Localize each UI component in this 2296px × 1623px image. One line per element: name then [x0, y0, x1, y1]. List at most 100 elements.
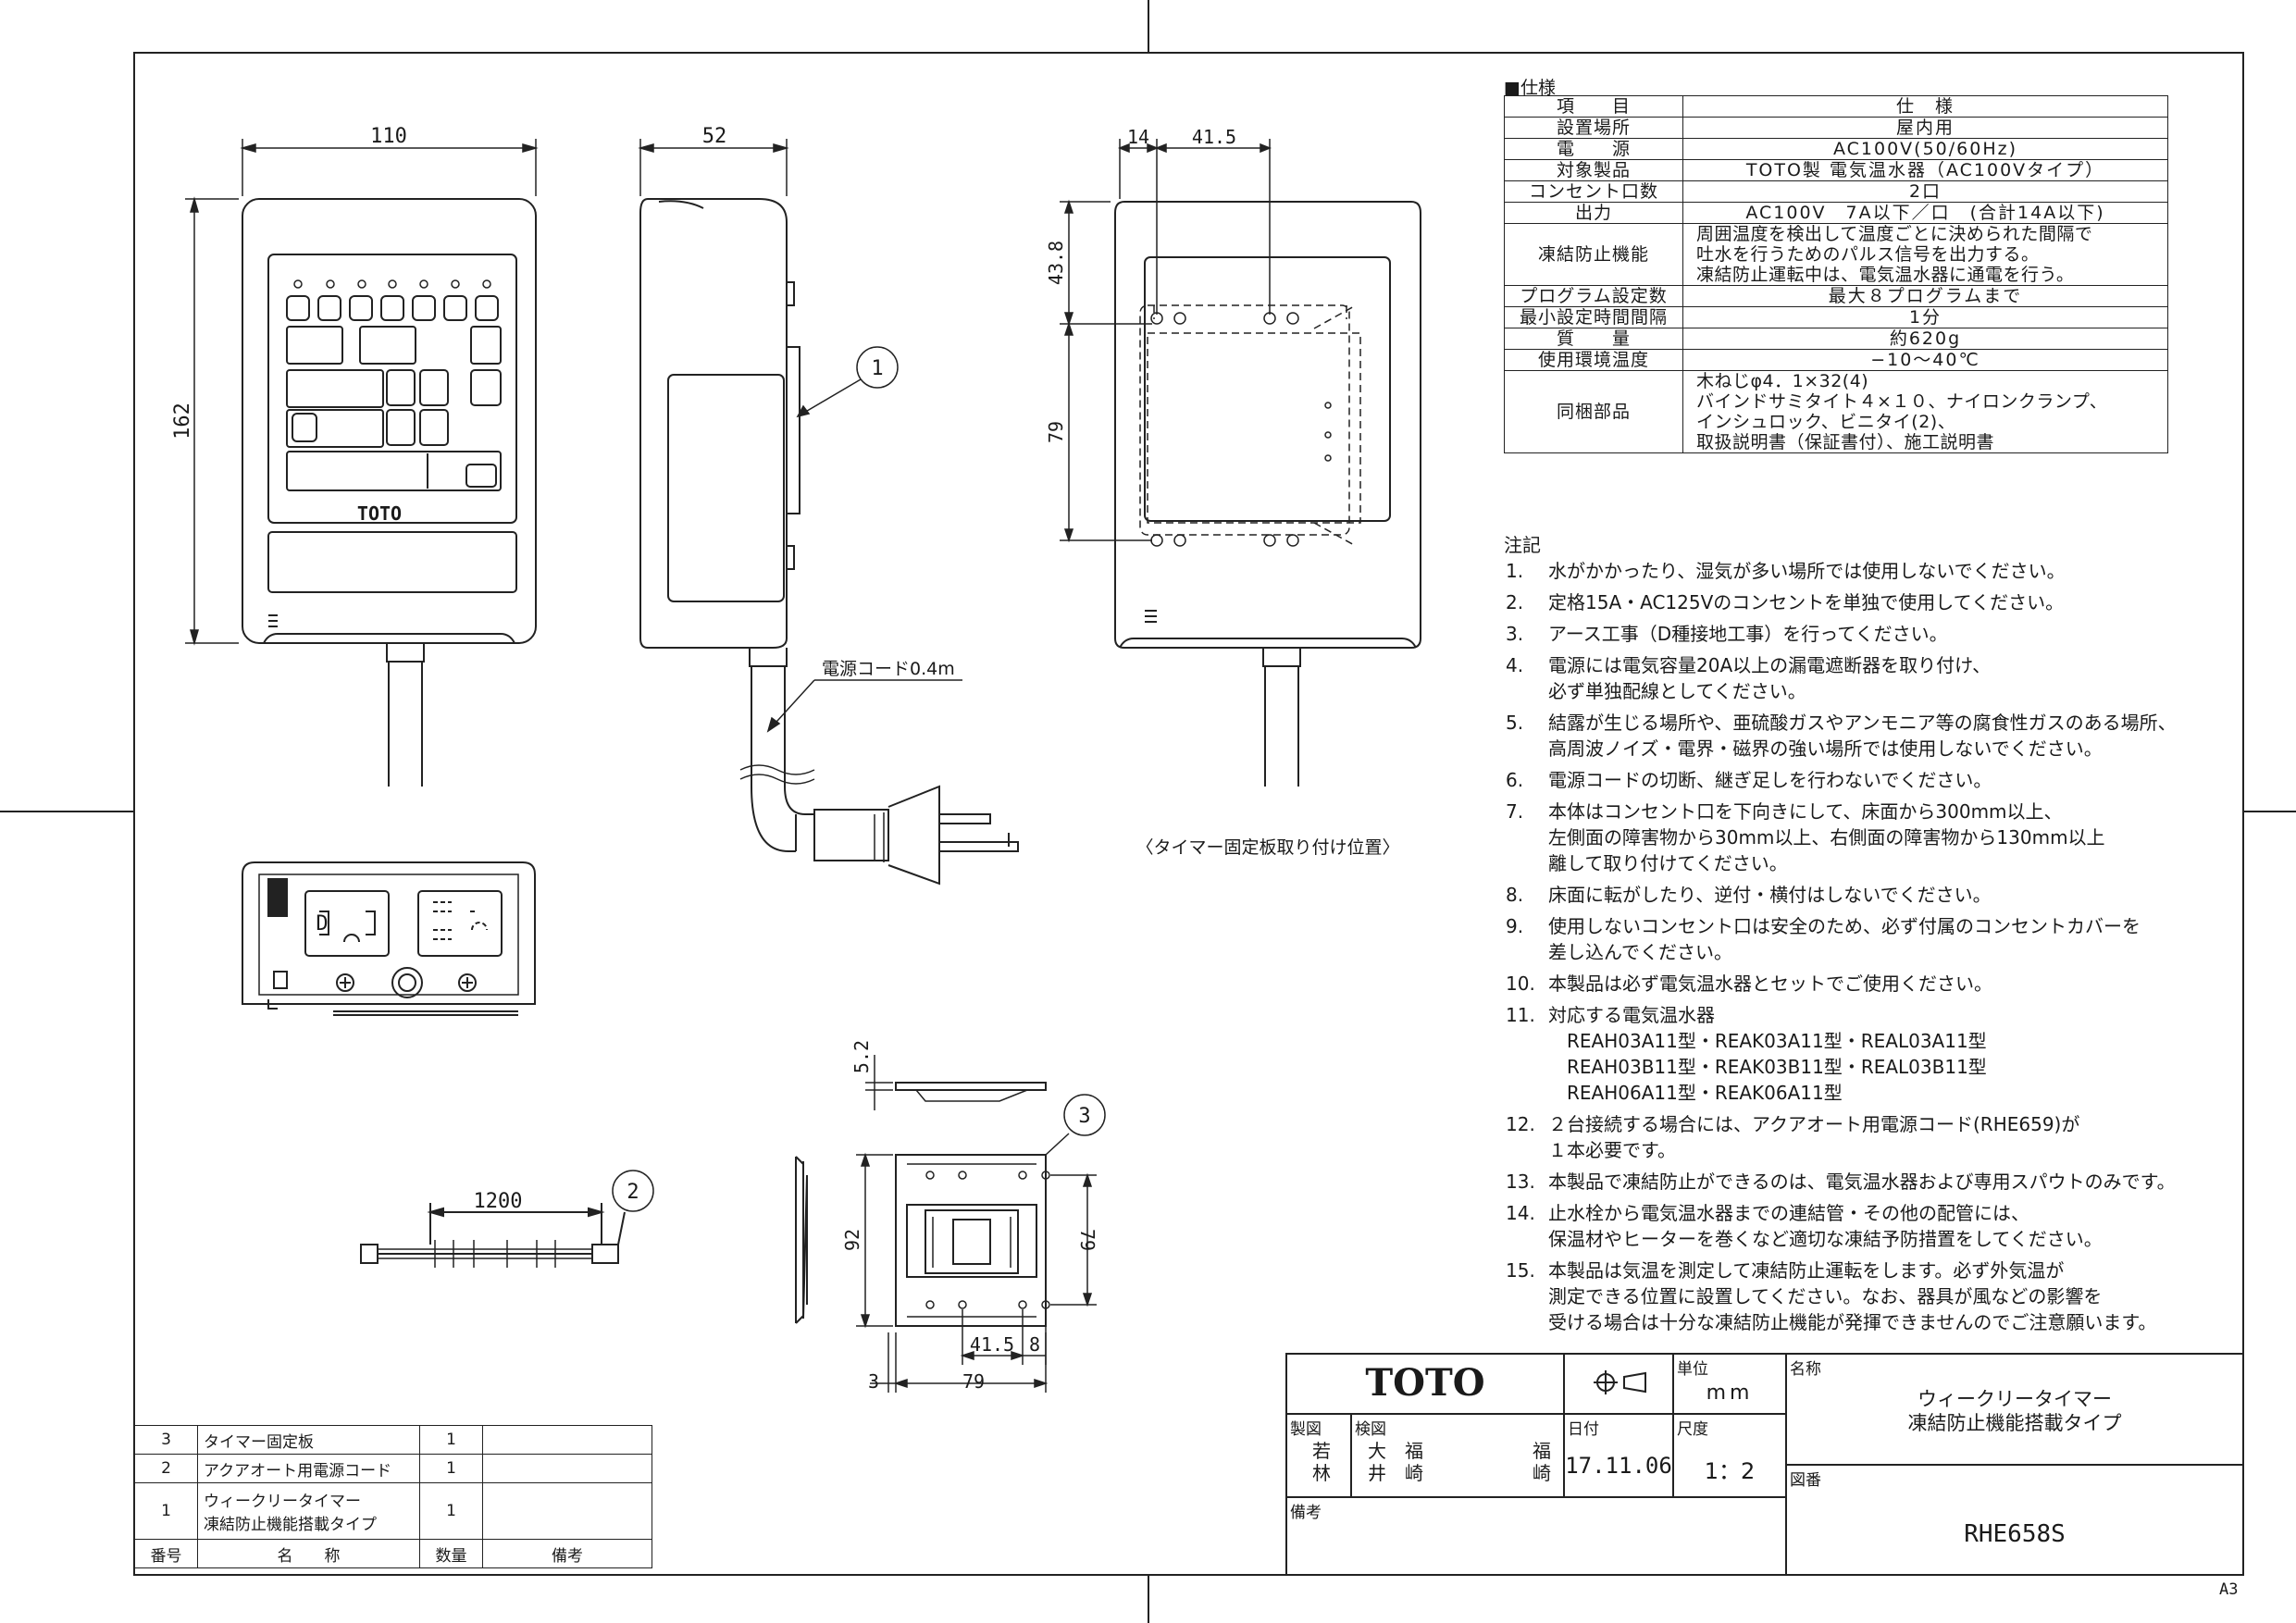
- spec-header-row: 項 目仕 様: [1504, 95, 2168, 118]
- parts-no: 3: [133, 1425, 199, 1455]
- note-item: 5.結露が生じる場所や、亜硫酸ガスやアンモニア等の腐食性ガスのある場所、 高周波…: [1504, 710, 2207, 762]
- led-row: [293, 279, 491, 289]
- scale-value: 1：2: [1704, 1458, 1756, 1484]
- note-item: 12.２台接続する場合には、アクアオート用電源コード(RHE659)が １本必要…: [1504, 1111, 2207, 1163]
- spec-value: 1分: [1682, 306, 2168, 328]
- unit-cell: 単位 mm: [1673, 1354, 1786, 1414]
- note-number: 8.: [1506, 884, 1524, 906]
- checked-by-2: 福 崎: [1533, 1440, 1551, 1484]
- callout-1-circle: [856, 346, 899, 389]
- drawing-number-cell: 図番 RHE658S: [1786, 1465, 2243, 1575]
- dim-plate-92: 92: [841, 1229, 863, 1251]
- parts-header-qty: 数量: [418, 1539, 484, 1568]
- spec-key: 対象製品: [1504, 159, 1683, 181]
- parts-name: アクアオート用電源コード: [197, 1454, 420, 1483]
- drawn-label: 製図: [1290, 1420, 1322, 1439]
- note-number: 14.: [1506, 1202, 1535, 1224]
- spec-value: 木ねじφ4．1×32(4) バインドサミタイト４×１０、ナイロンクランプ、 イン…: [1682, 370, 2168, 453]
- note-item: 2.定格15A・AC125Vのコンセントを単独で使用してください。: [1504, 589, 2207, 615]
- note-number: 15.: [1506, 1259, 1535, 1282]
- parts-qty: 1: [418, 1482, 484, 1540]
- spec-row: 凍結防止機能周囲温度を検出して温度ごとに決められた間隔で 吐水を行うためのパルス…: [1504, 223, 2168, 286]
- dim-rear-14: 14: [1127, 126, 1149, 148]
- spec-key: 電 源: [1504, 138, 1683, 160]
- spec-row: 設置場所屋内用: [1504, 117, 2168, 139]
- note-item: 4.電源には電気容量20A以上の漏電遮断器を取り付け、 必ず単独配線としてくださ…: [1504, 652, 2207, 704]
- spec-key: 設置場所: [1504, 117, 1683, 139]
- dim-plate-3: 3: [868, 1370, 879, 1393]
- spec-value: 2口: [1682, 180, 2168, 203]
- note-item: 6. 電源コードの切断、継ぎ足しを行わないでください。: [1504, 767, 2207, 793]
- front-dimensions: [185, 139, 539, 646]
- note-number: 7.: [1506, 800, 1524, 823]
- parts-header-row: 番号名 称数量備考: [133, 1539, 652, 1568]
- parts-header-no: 番号: [133, 1539, 199, 1568]
- dim-side-depth: 52: [702, 125, 727, 148]
- note-item: 3. アース工事（D種接地工事）を行ってください。: [1504, 621, 2207, 647]
- spec-key: 凍結防止機能: [1504, 223, 1683, 286]
- callout-3: 3: [1078, 1105, 1090, 1128]
- dim-plate-79-vertical: 79: [1076, 1229, 1098, 1251]
- date-value: 17.11.06: [1565, 1453, 1672, 1479]
- name-cell: 名称 ウィークリータイマー 凍結防止機能搭載タイプ: [1786, 1354, 2243, 1465]
- drawing-number: RHE658S: [1964, 1520, 2066, 1548]
- note-item: 9.使用しないコンセント口は安全のため、必ず付属のコンセントカバーを 差し込んで…: [1504, 913, 2207, 965]
- outlet-d-label: D: [316, 912, 328, 935]
- rear-view: [1114, 201, 1421, 787]
- checked-by: 大 福 井 崎: [1368, 1440, 1423, 1484]
- note-number: 11.: [1506, 1004, 1535, 1026]
- parts-no: 1: [133, 1482, 199, 1540]
- title-block: [1285, 1353, 2244, 1576]
- spec-key: 同梱部品: [1504, 370, 1683, 453]
- note-item: 7.本体はコンセント口を下向きにして、床面から300mm以上、 左側面の障害物か…: [1504, 799, 2207, 876]
- side-view: [639, 198, 1019, 886]
- parts-note: [482, 1482, 652, 1540]
- note-number: 12.: [1506, 1113, 1535, 1135]
- note-text: 電源には電気容量20A以上の漏電遮断器を取り付け、 必ず単独配線としてください。: [1548, 654, 1992, 702]
- dim-plate-41-5: 41.5: [970, 1333, 1014, 1356]
- note-text: アース工事（D種接地工事）を行ってください。: [1548, 623, 1948, 645]
- parts-qty: 1: [418, 1425, 484, 1455]
- callout-2-circle: [612, 1170, 654, 1212]
- unit-value: mm: [1706, 1381, 1754, 1405]
- note-item: 13.本製品で凍結防止ができるのは、電気温水器および専用スパウトのみです。: [1504, 1169, 2207, 1195]
- cord-part: [360, 1203, 626, 1268]
- parts-name: タイマー固定板: [197, 1425, 420, 1455]
- note-text: 電源コードの切断、継ぎ足しを行わないでください。: [1548, 769, 1992, 791]
- callout-1: 1: [871, 357, 883, 380]
- note-item: 11.対応する電気温水器 REAH03A11型・REAK03A11型・REAL0…: [1504, 1002, 2207, 1106]
- spec-value: TOTO製 電気温水器（AC100Vタイプ）: [1682, 159, 2168, 181]
- note-number: 3.: [1506, 623, 1524, 645]
- drawing-border: [133, 52, 2244, 1576]
- spec-key: 出力: [1504, 202, 1683, 224]
- note-text: 本製品で凍結防止ができるのは、電気温水器および専用スパウトのみです。: [1548, 1171, 2176, 1193]
- spec-row: 質 量約620g: [1504, 328, 2168, 350]
- scale-cell: 尺度 1：2: [1673, 1414, 1786, 1497]
- spec-header-spec: 仕 様: [1682, 95, 2168, 118]
- checked-label: 検図: [1355, 1420, 1386, 1439]
- spec-value: −10〜40℃: [1682, 349, 2168, 371]
- dim-rear-43-8: 43.8: [1045, 241, 1067, 285]
- mounting-plate: [795, 1082, 1050, 1327]
- spec-value: 最大８プログラムまで: [1682, 285, 2168, 307]
- dim-cord-length: 1200: [474, 1190, 523, 1213]
- product-name: ウィークリータイマー 凍結防止機能搭載タイプ: [1907, 1388, 2122, 1434]
- spec-value: 周囲温度を検出して温度ごとに決められた間隔で 吐水を行うためのパルス信号を出力す…: [1682, 223, 2168, 286]
- note-number: 2.: [1506, 591, 1524, 613]
- spec-heading: ■仕様: [1504, 78, 1556, 98]
- side-dimensions: [638, 139, 962, 733]
- note-number: 6.: [1506, 769, 1524, 791]
- drawing-number-label: 図番: [1790, 1471, 1821, 1490]
- plate-dimensions: [856, 1055, 1097, 1393]
- dim-plate-79-horizontal: 79: [962, 1370, 985, 1393]
- note-text: 本製品は気温を測定して凍結防止運転をします。必ず外気温が 測定できる位置に設置し…: [1548, 1259, 2157, 1333]
- dim-rear-79: 79: [1045, 421, 1067, 443]
- dim-rear-41-5: 41.5: [1192, 126, 1236, 148]
